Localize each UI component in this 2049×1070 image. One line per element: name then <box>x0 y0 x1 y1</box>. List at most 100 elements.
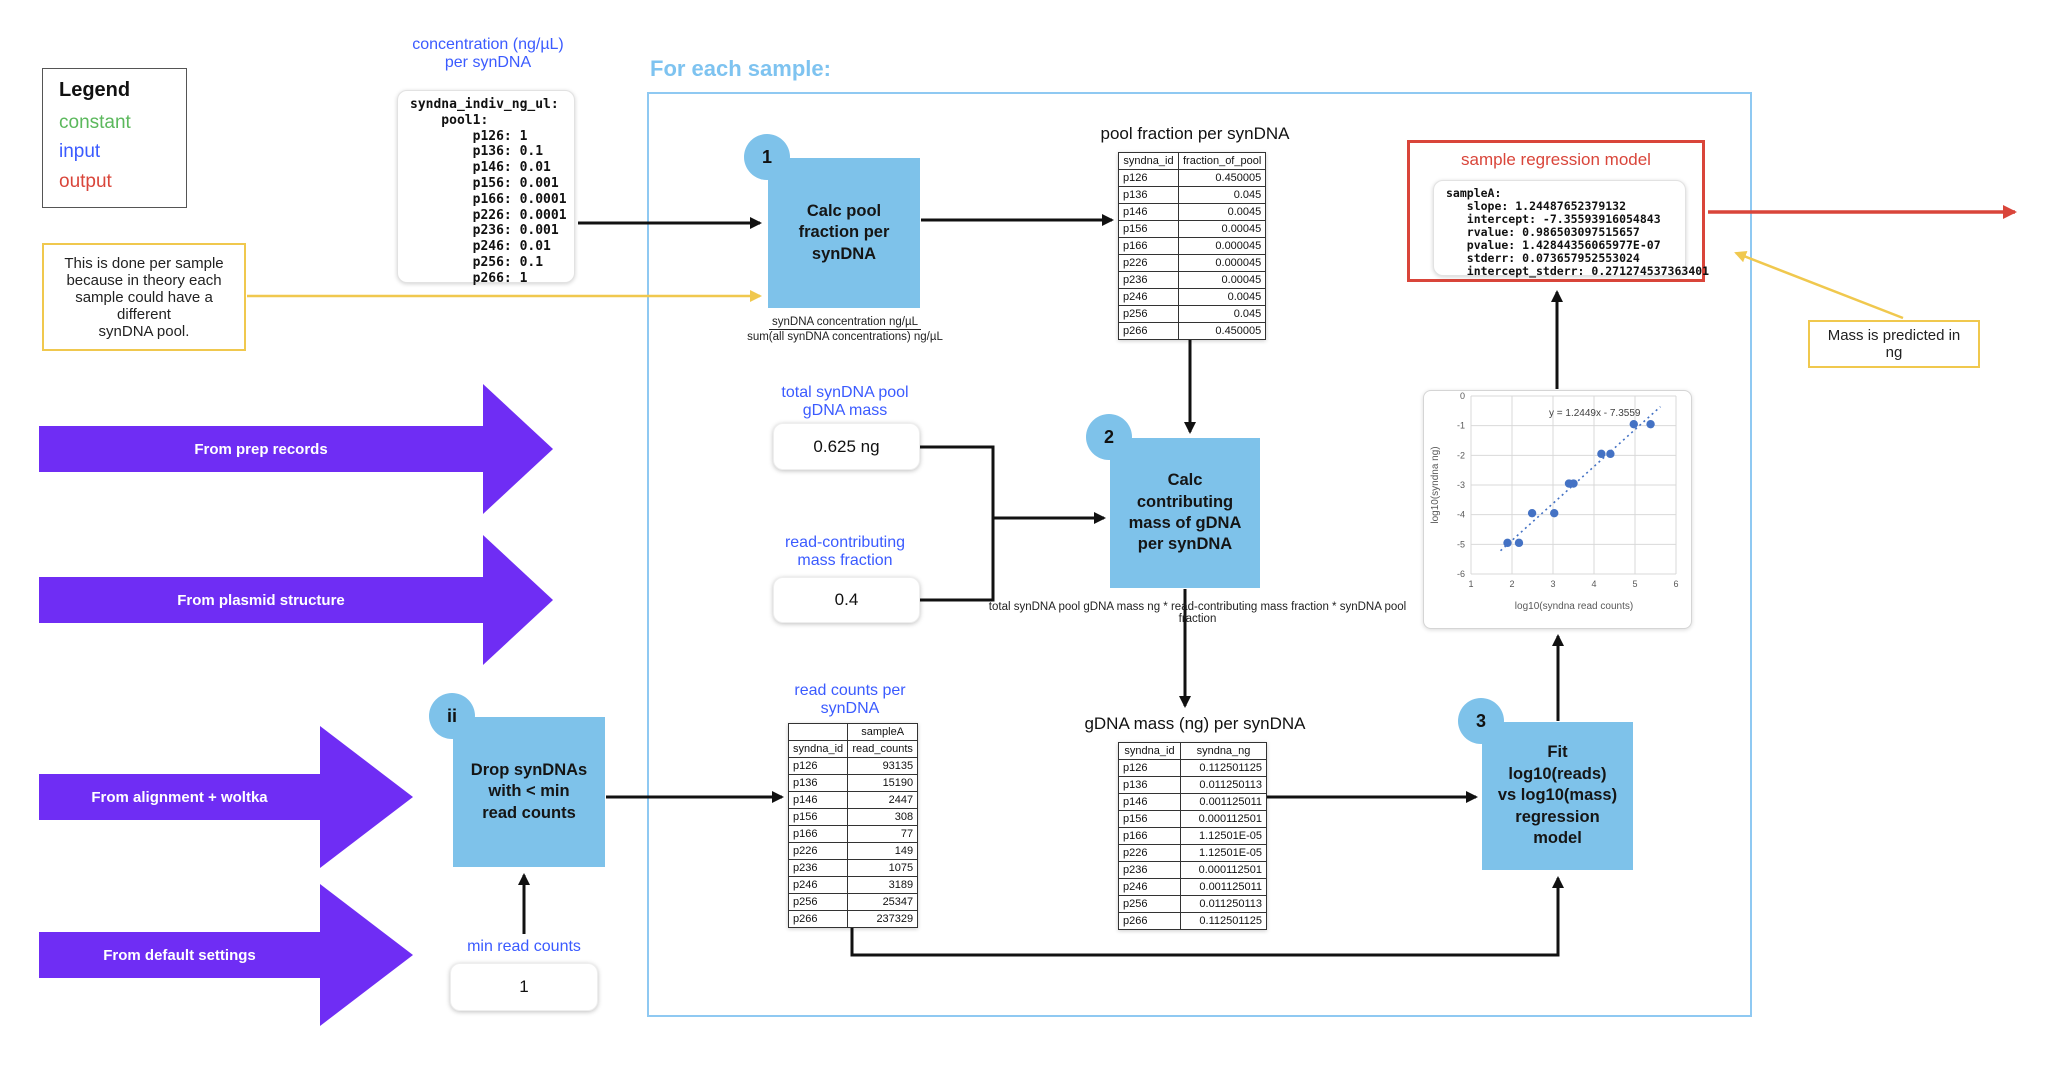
table-cell: 77 <box>847 825 919 843</box>
table-cell: p156 <box>1118 220 1179 238</box>
table-cell: p126 <box>787 757 849 775</box>
table-header-cell: syndna_ng <box>1180 742 1267 760</box>
step-ii-box-wrap: ii Drop synDNAs with < min read counts <box>429 693 605 867</box>
y-tick-label: -6 <box>1457 569 1465 579</box>
table-cell: p246 <box>1118 878 1181 896</box>
table-cell: p236 <box>787 859 849 877</box>
table-header-cell: syndna_id <box>1118 742 1181 760</box>
table-cell: p146 <box>1118 793 1181 811</box>
step3-box: Fit log10(reads) vs log10(mass) regressi… <box>1482 722 1633 870</box>
data-point <box>1527 508 1537 518</box>
x-tick-label: 4 <box>1591 579 1596 589</box>
table-cell: p156 <box>1118 810 1181 828</box>
pool-fraction-title: pool fraction per synDNA <box>1100 124 1290 143</box>
table-cell: p236 <box>1118 271 1179 289</box>
table-cell: 1.12501E-05 <box>1180 844 1267 862</box>
table-cell: p166 <box>1118 237 1179 255</box>
table-cell: p136 <box>1118 186 1179 204</box>
default-settings-arrowhead <box>320 884 413 1026</box>
table-cell: 0.0045 <box>1177 288 1267 306</box>
step1-formula-denominator: sum(all synDNA concentrations) ng/µL <box>747 331 943 343</box>
legend-item-input: input <box>59 141 101 163</box>
x-tick-label: 5 <box>1632 579 1637 589</box>
legend-title: Legend <box>59 79 131 101</box>
table-cell: p256 <box>1118 895 1181 913</box>
step3-badge: 3 <box>1458 698 1504 744</box>
table-header-cell: syndna_id <box>787 740 849 758</box>
table-cell: p226 <box>1118 844 1181 862</box>
y-axis-label: log10(syndna ng) <box>1430 446 1441 523</box>
table-cell: 0.112501125 <box>1180 912 1267 930</box>
legend-item-output: output <box>59 170 112 192</box>
table-cell: 0.00045 <box>1177 271 1267 289</box>
alignment-woltka-arrow: From alignment + woltka <box>39 774 320 820</box>
table-cell: p226 <box>787 842 849 860</box>
prep-records-arrow: From prep records <box>39 426 483 472</box>
data-point <box>1569 479 1578 488</box>
total-mass-label: total synDNA pool gDNA mass <box>781 384 909 419</box>
table-cell: 0.450005 <box>1177 169 1267 187</box>
table-cell: p156 <box>787 808 849 826</box>
read-fraction-value: 0.4 <box>773 577 920 623</box>
table-header-cell: syndna_id <box>1118 152 1179 170</box>
table-supheader-cell <box>787 723 849 741</box>
table-cell: 93135 <box>847 757 919 775</box>
total-mass-value: 0.625 ng <box>773 423 920 470</box>
data-point <box>1606 449 1615 459</box>
plasmid-structure-arrowhead <box>483 535 553 665</box>
table-cell: p166 <box>787 825 849 843</box>
table-cell: 237329 <box>847 910 919 928</box>
step1-box: Calc pool fraction per synDNA <box>768 158 920 308</box>
step3-box-wrap: 3 Fit log10(reads) vs log10(mass) regres… <box>1458 698 1633 870</box>
table-supheader-cell: sampleA <box>847 723 919 741</box>
table-cell: 0.000112501 <box>1180 861 1267 879</box>
y-tick-label: -3 <box>1457 480 1465 490</box>
y-tick-label: -1 <box>1457 421 1465 431</box>
table-cell: 0.000045 <box>1177 237 1267 255</box>
trendline <box>1499 406 1661 552</box>
read-counts-title: read counts per synDNA <box>794 682 906 717</box>
table-cell: 0.00045 <box>1177 220 1267 238</box>
data-point <box>1550 508 1559 518</box>
table-cell: p146 <box>787 791 849 809</box>
x-axis-label: log10(syndna read counts) <box>1515 601 1633 612</box>
min-reads-label: min read counts <box>467 938 581 955</box>
gdna-mass-title: gDNA mass (ng) per synDNA <box>1084 714 1306 733</box>
for-each-sample-container <box>647 92 1752 1017</box>
table-cell: p126 <box>1118 759 1181 777</box>
table-cell: 0.011250113 <box>1180 776 1267 794</box>
alignment-woltka-arrowhead <box>320 726 413 868</box>
table-cell: 0.450005 <box>1177 322 1267 340</box>
data-point <box>1629 419 1638 429</box>
x-tick-label: 6 <box>1673 579 1678 589</box>
table-cell: p266 <box>787 910 849 928</box>
y-tick-label: -2 <box>1457 450 1465 460</box>
table-cell: 0.011250113 <box>1180 895 1267 913</box>
step1-formula-numerator: synDNA concentration ng/µL <box>769 316 921 330</box>
table-cell: p256 <box>1118 305 1179 323</box>
table-header-cell: read_counts <box>847 740 919 758</box>
default-settings-arrow: From default settings <box>39 932 320 978</box>
